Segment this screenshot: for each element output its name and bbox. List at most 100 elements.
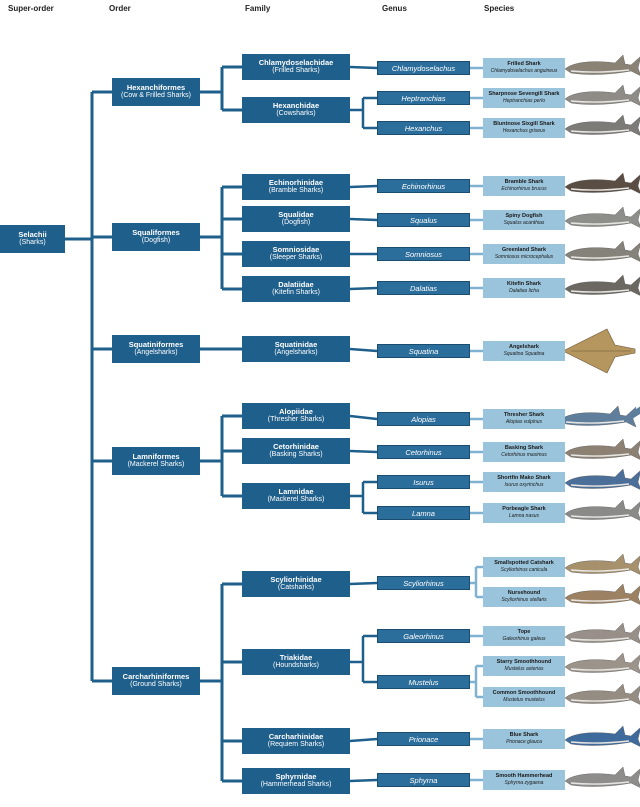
family-common: (Dogfish): [281, 219, 311, 227]
family-common: (Thresher Sharks): [267, 416, 325, 424]
species-name: Greenland Shark: [501, 247, 547, 254]
shark-illustration: [564, 583, 640, 605]
family-box: Carcharhinidae(Requiem Sharks): [242, 728, 350, 754]
shark-illustration: [564, 553, 640, 575]
family-name: Dalatiidae: [278, 280, 314, 290]
species-scientific-name: Mustelus mustelus: [503, 697, 545, 704]
species-scientific-name: Mustelus asterias: [504, 666, 544, 673]
order-common: (Angelsharks): [134, 349, 178, 357]
species-name: Smooth Hammerhead: [495, 773, 553, 780]
species-scientific-name: Isurus oxyrinchus: [504, 482, 544, 489]
family-box: Somniosidae(Sleeper Sharks): [242, 241, 350, 267]
genus-box: Hexanchus: [377, 121, 470, 135]
header-order: Order: [109, 4, 131, 13]
connector-line: [349, 414, 378, 421]
order-name: Squatiniformes: [128, 340, 184, 350]
species-scientific-name: Heptranchias perlo: [503, 98, 545, 105]
shark-illustration: [564, 114, 640, 136]
species-name: Porbeagle Shark: [502, 506, 546, 513]
family-box: Dalatiidae(Kitefin Sharks): [242, 276, 350, 302]
header-genus: Genus: [382, 4, 407, 13]
species-scientific-name: Sphyrna zygaena: [504, 780, 544, 787]
connector-line: [349, 347, 378, 353]
species-scientific-name: Cetorhinus maximus: [501, 452, 547, 459]
species-scientific-name: Chlamydoselachus anguineus: [490, 68, 558, 75]
order-name: Lamniformes: [132, 452, 180, 462]
family-box: Sphyrnidae(Hammerhead Sharks): [242, 768, 350, 794]
species-name: Smallspotted Catshark: [494, 560, 554, 567]
species-name: Kitefin Shark: [507, 281, 541, 288]
shark-illustration: [564, 274, 640, 296]
shark-illustration: [564, 240, 640, 262]
family-common: (Catsharks): [277, 584, 315, 592]
species-scientific-name: Dalatias licha: [509, 288, 539, 295]
family-name: Hexanchidae: [272, 101, 320, 111]
family-box: Triakidae(Houndsharks): [242, 649, 350, 675]
order-common: (Cow & Frilled Sharks): [120, 92, 191, 100]
species-name: Frilled Shark: [507, 61, 541, 68]
connector-line: [349, 737, 378, 743]
connector-line: [349, 184, 378, 189]
family-name: Scyliorhinidae: [270, 575, 322, 585]
family-box: Chlamydoselachidae(Frilled Sharks): [242, 54, 350, 80]
species-name: Sharpnose Sevengill Shark: [488, 91, 560, 98]
shark-illustration: [564, 172, 640, 194]
connector-line: [349, 65, 378, 70]
species-scientific-name: Echinorhinus brucus: [501, 186, 547, 193]
superorder-name: Selachii: [18, 230, 47, 240]
species-name: Bluntnose Sixgill Shark: [493, 121, 555, 128]
species-name: Nursehound: [507, 590, 541, 597]
genus-box: Prionace: [377, 732, 470, 746]
genus-box: Heptranchias: [377, 91, 470, 105]
family-common: (Frilled Sharks): [272, 67, 320, 75]
species-scientific-name: Hexanchus griseus: [502, 128, 546, 135]
genus-box: Galeorhinus: [377, 629, 470, 643]
family-name: Chlamydoselachidae: [258, 58, 334, 68]
family-name: Alopiidae: [279, 407, 313, 417]
family-name: Sphyrnidae: [275, 772, 317, 782]
species-scientific-name: Scyliorhinus canicula: [500, 567, 548, 574]
shark-illustration: [564, 652, 640, 674]
family-common: (Mackerel Sharks): [267, 496, 325, 504]
species-name: Blue Shark: [509, 732, 539, 739]
family-box: Cetorhinidae(Basking Sharks): [242, 438, 350, 464]
header-species: Species: [484, 4, 515, 13]
genus-box: Alopias: [377, 412, 470, 426]
shark-illustration: [562, 328, 636, 374]
species-name: Bramble Shark: [504, 179, 544, 186]
superorder-common: (Sharks): [19, 239, 46, 247]
family-common: (Kitefin Sharks): [272, 289, 320, 297]
shark-illustration: [564, 683, 640, 705]
family-name: Squalidae: [278, 210, 314, 220]
species-scientific-name: Squalus acanthias: [503, 220, 545, 227]
shark-illustration: [564, 499, 640, 521]
species-scientific-name: Scyliorhinus stellaris: [501, 597, 547, 604]
species-name: Common Smoothhound: [492, 690, 556, 697]
species-scientific-name: Somniosus microcephalus: [494, 254, 554, 261]
order-name: Hexanchiformes: [126, 83, 186, 93]
order-common: (Mackerel Sharks): [127, 461, 185, 469]
species-scientific-name: Galeorhinus galeus: [502, 636, 546, 643]
header-family: Family: [245, 4, 271, 13]
species-name: Spiny Dogfish: [505, 213, 543, 220]
shark-illustration: [564, 766, 640, 788]
species-name: Thresher Shark: [503, 412, 545, 419]
order-box: Squaliformes(Dogfish): [112, 223, 200, 251]
